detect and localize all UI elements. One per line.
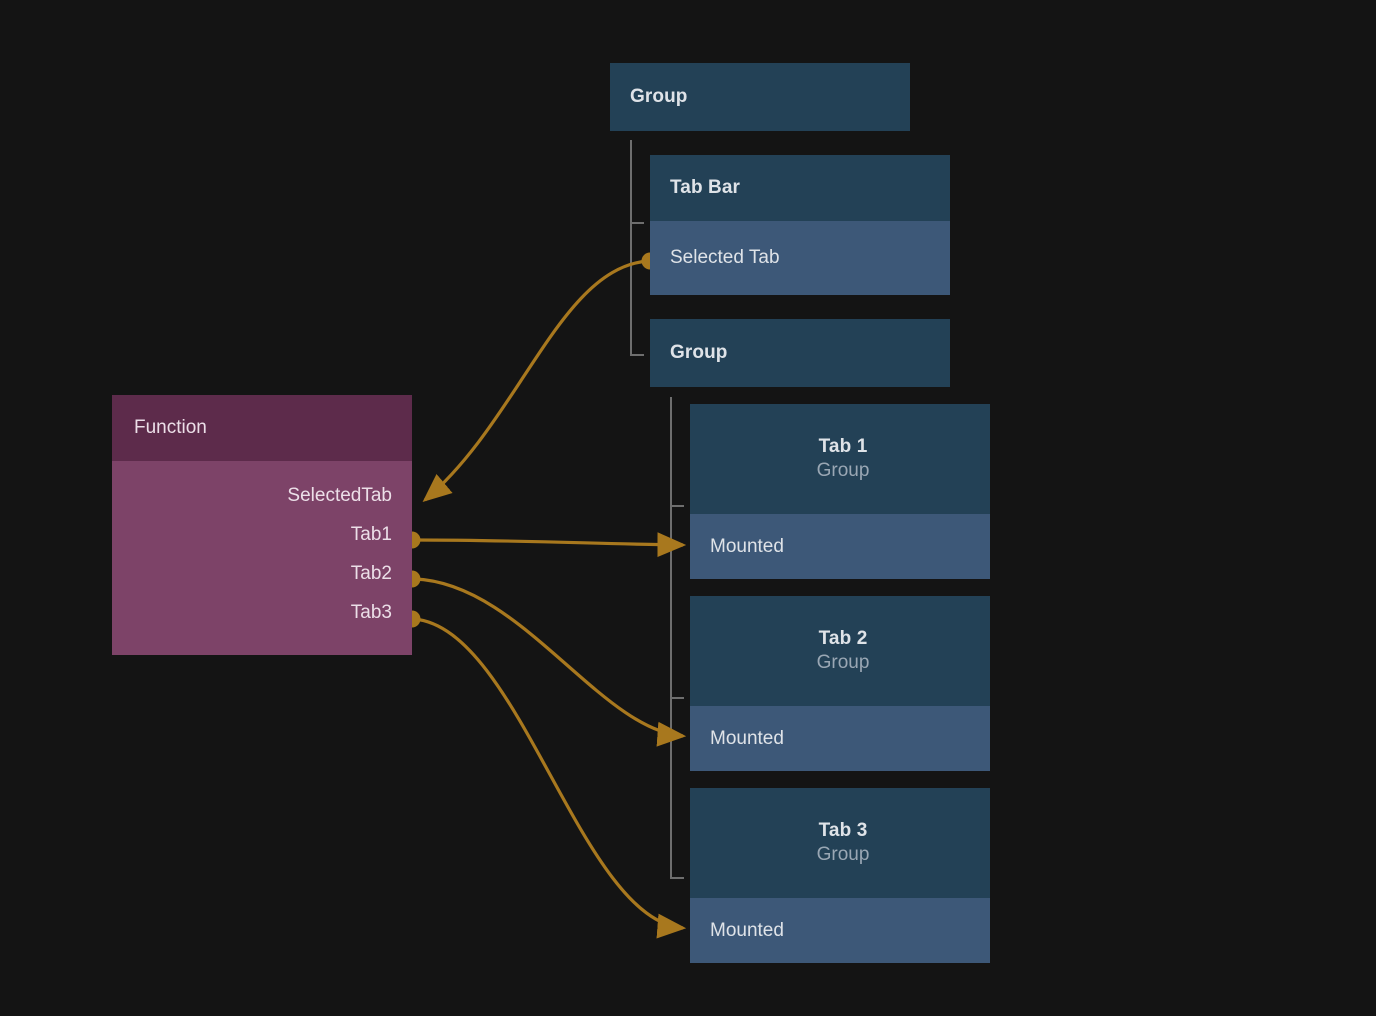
node-tab-2[interactable]: Tab 2 Group Mounted [690, 596, 990, 771]
function-port-tab3[interactable]: Tab3 [112, 593, 412, 632]
node-tab-bar-row-selected-tab[interactable]: Selected Tab [650, 221, 950, 295]
node-tab-3[interactable]: Tab 3 Group Mounted [690, 788, 990, 963]
tree-stub-tab-2 [670, 697, 684, 699]
node-function-header[interactable]: Function [112, 395, 412, 461]
node-tab-2-subtitle: Group [816, 652, 870, 673]
edge-tab1 [403, 531, 687, 558]
node-tab-1-row-label: Mounted [710, 535, 784, 557]
node-group-root[interactable]: Group [610, 63, 910, 131]
node-tab-2-row-mounted[interactable]: Mounted [690, 706, 990, 771]
node-tab-bar-title: Tab Bar [670, 177, 741, 198]
node-tab-3-subtitle: Group [816, 844, 870, 865]
node-tab-bar-header[interactable]: Tab Bar [650, 155, 950, 221]
node-tab-bar[interactable]: Tab Bar Selected Tab [650, 155, 950, 295]
function-port-selectedtab[interactable]: SelectedTab [112, 476, 412, 515]
node-tab-bar-row-label: Selected Tab [670, 247, 780, 268]
node-tab-2-row-label: Mounted [710, 727, 784, 749]
node-function-title: Function [134, 417, 207, 438]
function-port-tab2[interactable]: Tab2 [112, 554, 412, 593]
node-tab-2-title: Tab 2 [818, 628, 868, 650]
tree-stub-tab-1 [670, 505, 684, 507]
node-tab-1-subtitle: Group [816, 460, 870, 481]
tree-stub-tab-3 [670, 877, 684, 879]
node-function-ports: SelectedTab Tab1 Tab2 Tab3 [112, 461, 412, 632]
edge-selectedtab [422, 252, 659, 503]
function-port-tab2-label: Tab2 [350, 562, 392, 584]
tree-line-tabs [670, 397, 672, 878]
node-tab-3-row-label: Mounted [710, 919, 784, 941]
node-tab-3-row-mounted[interactable]: Mounted [690, 898, 990, 963]
tree-stub-tab-bar [630, 222, 644, 224]
node-tab-1-title: Tab 1 [818, 436, 868, 458]
node-group-child-header[interactable]: Group [650, 319, 950, 387]
node-tab-3-header[interactable]: Tab 3 Group [690, 788, 990, 898]
node-group-child-title: Group [670, 342, 728, 363]
node-tab-1[interactable]: Tab 1 Group Mounted [690, 404, 990, 579]
node-group-root-title: Group [630, 86, 688, 107]
tree-stub-group-child [630, 354, 644, 356]
function-port-tab3-label: Tab3 [350, 601, 392, 623]
tree-line-root [630, 140, 632, 356]
node-group-child[interactable]: Group [650, 319, 950, 387]
edge-tab2 [403, 570, 687, 747]
node-tab-1-row-mounted[interactable]: Mounted [690, 514, 990, 579]
node-tab-1-header[interactable]: Tab 1 Group [690, 404, 990, 514]
node-tab-2-header[interactable]: Tab 2 Group [690, 596, 990, 706]
function-port-selectedtab-label: SelectedTab [287, 484, 392, 506]
edge-tab3 [403, 610, 687, 939]
node-tab-3-title: Tab 3 [818, 820, 868, 842]
function-port-tab1-label: Tab1 [350, 523, 392, 545]
node-group-root-header[interactable]: Group [610, 63, 910, 131]
function-port-tab1[interactable]: Tab1 [112, 515, 412, 554]
node-function[interactable]: Function SelectedTab Tab1 Tab2 Tab3 [112, 395, 412, 655]
